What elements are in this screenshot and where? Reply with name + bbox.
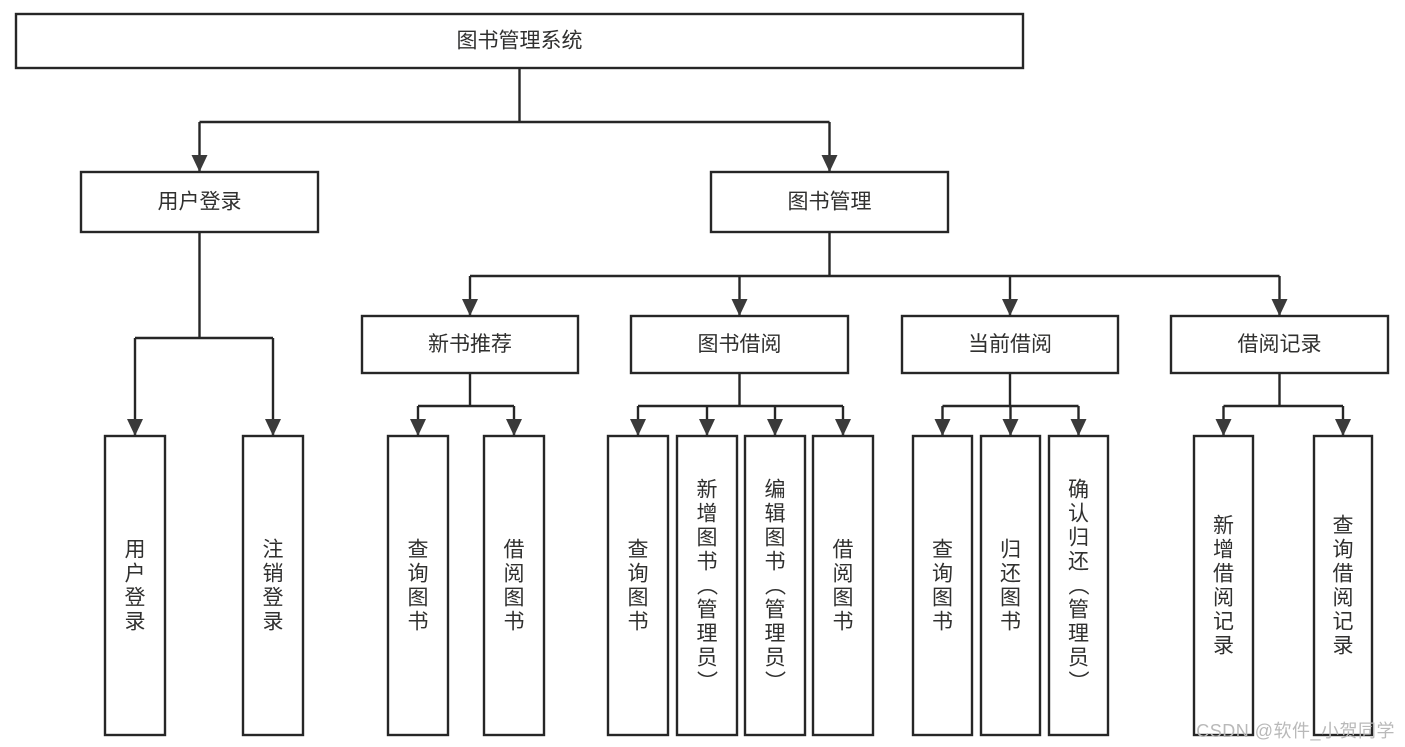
arrow-head-icon bbox=[1070, 419, 1087, 436]
level3-node-2-2[interactable]: 图书借阅 bbox=[629, 314, 850, 375]
leaf-node-2-2-3[interactable]: 编辑图书（管理员） bbox=[743, 434, 807, 737]
arrow-head-icon bbox=[1002, 419, 1019, 436]
leaf-node-2-2-1-box[interactable] bbox=[606, 434, 670, 737]
leaf-node-1-1-label: 用户登录 bbox=[125, 539, 146, 634]
leaf-node-2-1-2-box[interactable] bbox=[482, 434, 546, 737]
leaf-node-2-4-2[interactable]: 查询借阅记录 bbox=[1312, 434, 1374, 737]
leaf-node-2-2-2-box[interactable] bbox=[675, 434, 739, 737]
arrow-head-icon bbox=[767, 419, 783, 436]
level3-node-2-4-box[interactable] bbox=[1169, 314, 1390, 375]
leaf-node-2-1-1-box[interactable] bbox=[386, 434, 450, 737]
arrow-head-icon bbox=[506, 419, 522, 436]
arrow-head-icon bbox=[265, 419, 281, 436]
level3-node-2-1-label: 新书推荐 bbox=[428, 333, 512, 356]
root-node-label: 图书管理系统 bbox=[457, 30, 583, 53]
leaf-node-2-2-4[interactable]: 借阅图书 bbox=[811, 434, 875, 737]
level3-node-2-3-label: 当前借阅 bbox=[968, 333, 1052, 356]
leaf-node-2-3-1[interactable]: 查询图书 bbox=[911, 434, 974, 737]
leaf-node-2-4-2-label: 查询借阅记录 bbox=[1333, 515, 1354, 658]
leaf-node-2-2-3-label: 编辑图书（管理员） bbox=[765, 479, 787, 694]
arrow-head-icon bbox=[191, 155, 208, 172]
arrow-head-icon bbox=[1215, 419, 1232, 436]
leaf-node-2-3-1-label: 查询图书 bbox=[932, 539, 953, 634]
arrow-head-icon bbox=[410, 419, 426, 436]
leaf-node-2-1-2[interactable]: 借阅图书 bbox=[482, 434, 546, 737]
leaf-node-2-2-4-label: 借阅图书 bbox=[833, 539, 854, 634]
leaf-node-1-1-box[interactable] bbox=[103, 434, 167, 737]
arrow-head-icon bbox=[731, 299, 748, 316]
leaf-node-2-1-1-label: 查询图书 bbox=[408, 539, 429, 634]
level3-node-2-2-box[interactable] bbox=[629, 314, 850, 375]
arrow-head-icon bbox=[630, 419, 646, 436]
level3-node-2-1-box[interactable] bbox=[360, 314, 580, 375]
leaf-node-2-4-2-box[interactable] bbox=[1312, 434, 1374, 737]
level2-node-2-label: 图书管理 bbox=[788, 191, 872, 214]
leaf-node-2-3-2-label: 归还图书 bbox=[1000, 539, 1021, 634]
leaf-node-1-1[interactable]: 用户登录 bbox=[103, 434, 167, 737]
level3-node-2-1[interactable]: 新书推荐 bbox=[360, 314, 580, 375]
arrow-head-icon bbox=[835, 419, 851, 436]
root-node-box[interactable] bbox=[14, 12, 1025, 70]
arrow-head-icon bbox=[1335, 419, 1351, 436]
level2-node-1-label: 用户登录 bbox=[158, 191, 242, 214]
leaf-node-2-3-3-label: 确认归还（管理员） bbox=[1068, 479, 1090, 694]
level3-node-2-4[interactable]: 借阅记录 bbox=[1169, 314, 1390, 375]
leaf-node-1-2-label: 注销登录 bbox=[263, 539, 284, 634]
leaf-node-2-2-1-label: 查询图书 bbox=[628, 539, 649, 634]
level3-node-2-2-label: 图书借阅 bbox=[698, 333, 782, 356]
leaf-node-2-3-1-box[interactable] bbox=[911, 434, 974, 737]
leaf-node-2-3-2[interactable]: 归还图书 bbox=[979, 434, 1042, 737]
level2-node-2-box[interactable] bbox=[709, 170, 950, 234]
level2-node-2[interactable]: 图书管理 bbox=[709, 170, 950, 234]
leaf-node-2-4-1-box[interactable] bbox=[1192, 434, 1255, 737]
connector-layer bbox=[127, 68, 1351, 436]
leaf-node-2-2-1[interactable]: 查询图书 bbox=[606, 434, 670, 737]
arrow-head-icon bbox=[1002, 299, 1018, 316]
arrow-head-icon bbox=[934, 419, 951, 436]
leaf-node-2-3-3-box[interactable] bbox=[1047, 434, 1110, 737]
watermark: CSDN @软件_小贺同学 bbox=[1196, 721, 1395, 741]
level3-node-2-3-box[interactable] bbox=[900, 314, 1120, 375]
leaf-node-1-2[interactable]: 注销登录 bbox=[241, 434, 305, 737]
leaf-node-2-4-1[interactable]: 新增借阅记录 bbox=[1192, 434, 1255, 737]
root-node[interactable]: 图书管理系统 bbox=[14, 12, 1025, 70]
arrow-head-icon bbox=[699, 419, 715, 436]
leaf-node-1-2-box[interactable] bbox=[241, 434, 305, 737]
leaf-node-2-2-4-box[interactable] bbox=[811, 434, 875, 737]
leaf-node-2-2-2-label: 新增图书（管理员） bbox=[697, 479, 719, 694]
node-layer: 图书管理系统用户登录用户登录注销登录图书管理新书推荐查询图书借阅图书图书借阅查询… bbox=[14, 12, 1390, 737]
level3-node-2-4-label: 借阅记录 bbox=[1238, 333, 1322, 356]
leaf-node-2-2-2[interactable]: 新增图书（管理员） bbox=[675, 434, 739, 737]
level2-node-1[interactable]: 用户登录 bbox=[79, 170, 320, 234]
leaf-node-2-4-1-label: 新增借阅记录 bbox=[1213, 515, 1234, 658]
leaf-node-2-3-2-box[interactable] bbox=[979, 434, 1042, 737]
arrow-head-icon bbox=[1271, 299, 1288, 316]
level2-node-1-box[interactable] bbox=[79, 170, 320, 234]
arrow-head-icon bbox=[821, 155, 838, 172]
arrow-head-icon bbox=[462, 299, 478, 316]
leaf-node-2-2-3-box[interactable] bbox=[743, 434, 807, 737]
leaf-node-2-1-1[interactable]: 查询图书 bbox=[386, 434, 450, 737]
leaf-node-2-1-2-label: 借阅图书 bbox=[504, 539, 525, 634]
leaf-node-2-3-3[interactable]: 确认归还（管理员） bbox=[1047, 434, 1110, 737]
arrow-head-icon bbox=[127, 419, 143, 436]
level3-node-2-3[interactable]: 当前借阅 bbox=[900, 314, 1120, 375]
